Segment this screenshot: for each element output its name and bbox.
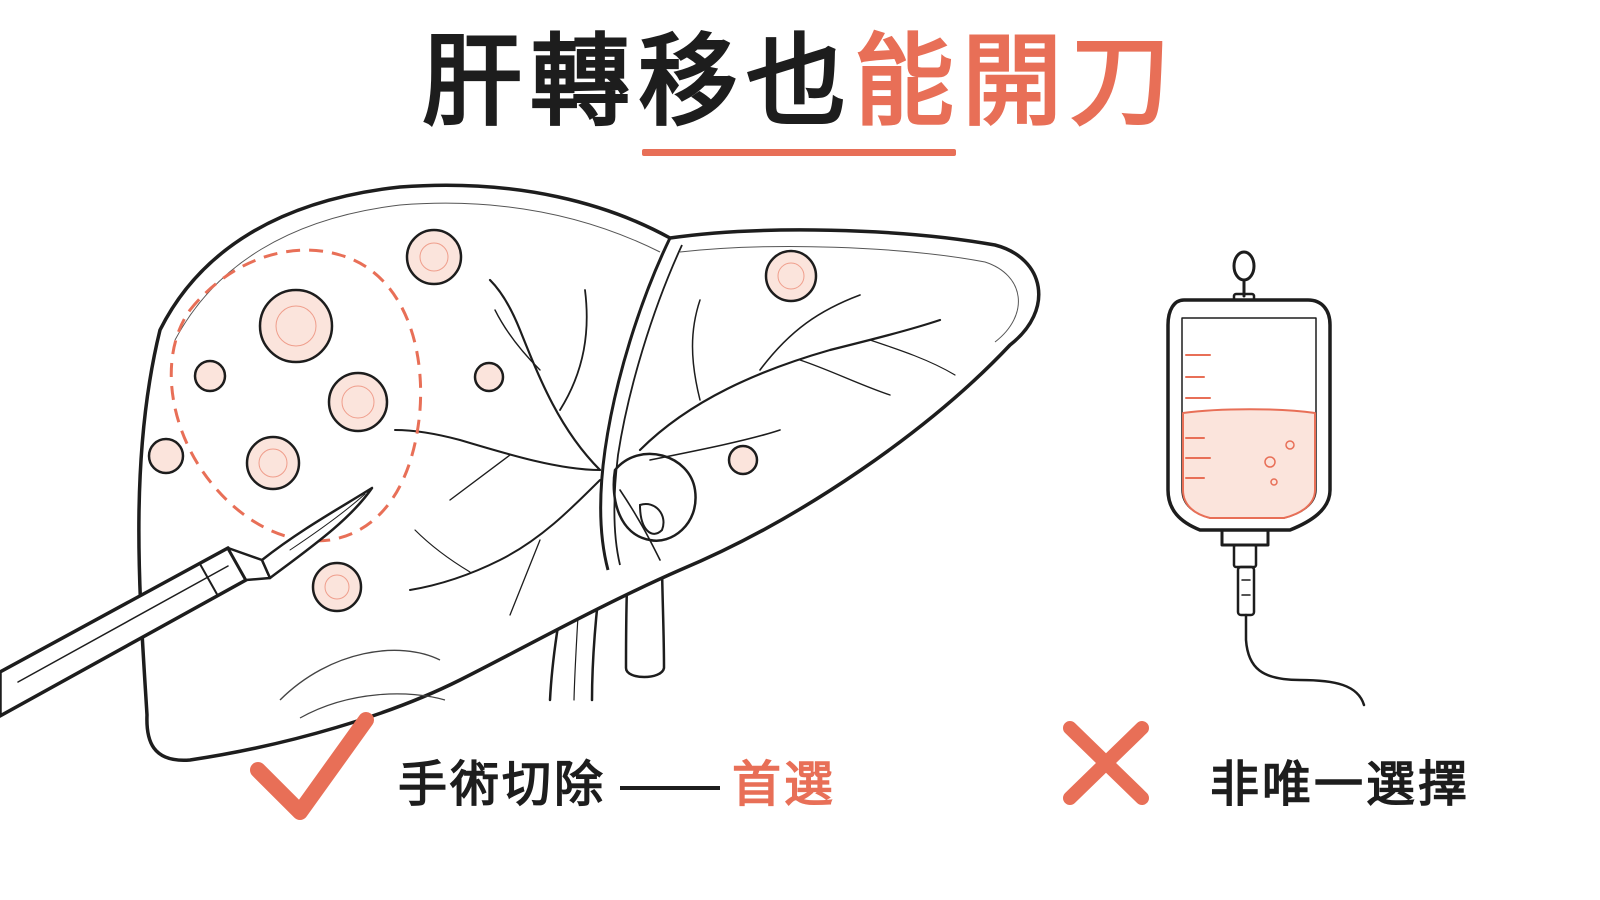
tumor [258, 288, 334, 364]
checkmark-icon [250, 712, 374, 820]
title-highlight: 能開刀 [854, 23, 1178, 140]
tumor [727, 444, 759, 476]
tumor [311, 561, 363, 613]
title-underline [642, 149, 956, 156]
tumor [193, 359, 227, 393]
tumor [147, 437, 185, 475]
not-only-option-caption: 非唯一選擇 [1210, 756, 1471, 813]
scalpel-icon [0, 486, 374, 718]
surgery-label: 手術切除 [398, 756, 607, 813]
title-main: 肝轉移也 [422, 23, 854, 140]
liver-illustration [137, 183, 1041, 762]
tumor [327, 371, 389, 433]
tumor [473, 361, 505, 393]
tumor [764, 249, 818, 303]
page-title: 肝轉移也能開刀 [0, 22, 1600, 142]
surgery-caption: 手術切除 首選 [398, 755, 836, 815]
hepatic-vessels [394, 278, 956, 616]
resection-boundary [169, 248, 423, 543]
cross-icon [1063, 721, 1149, 805]
tumor [245, 435, 301, 491]
tumor [405, 228, 463, 286]
caption-dash [620, 785, 721, 790]
iv-bag-icon [1166, 250, 1366, 707]
tumors [147, 228, 818, 613]
first-choice-label: 首選 [732, 756, 837, 813]
